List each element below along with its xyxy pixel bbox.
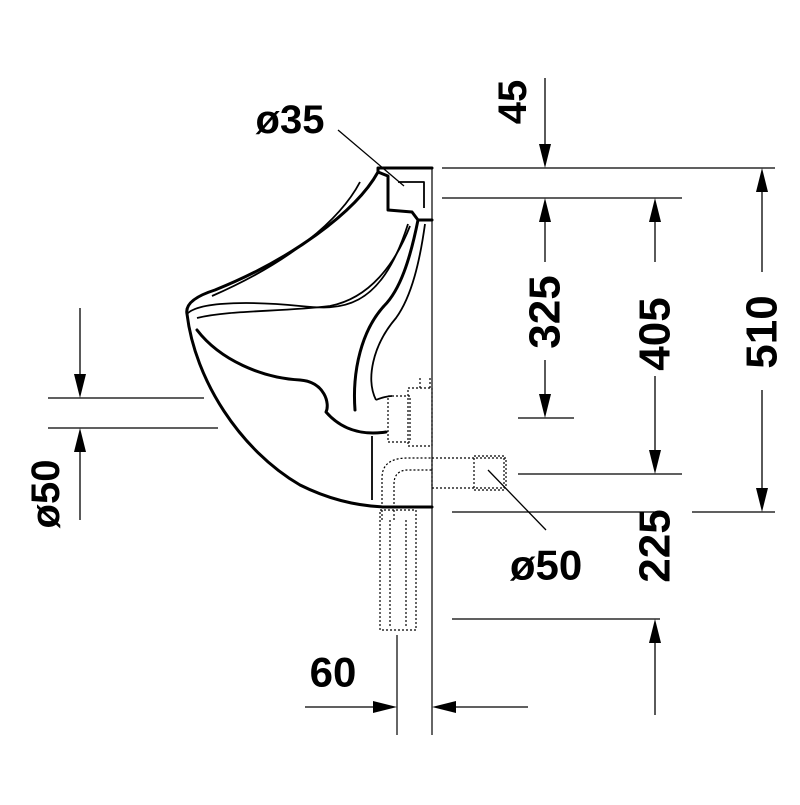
dim-510: 510 xyxy=(738,168,787,512)
dim-d50-left: ø50 xyxy=(24,308,86,528)
siphon-trap xyxy=(379,378,507,631)
dim-325: 325 xyxy=(521,240,570,418)
dim-325-label: 325 xyxy=(521,275,570,348)
dim-d50-left-label: ø50 xyxy=(24,460,68,529)
dim-d35: ø35 xyxy=(256,98,405,187)
dim-405-label: 405 xyxy=(631,297,680,370)
urinal-body xyxy=(185,166,434,509)
dim-60: 60 xyxy=(305,649,528,713)
dim-405: 405 xyxy=(631,198,680,474)
dim-510-label: 510 xyxy=(738,295,787,368)
dim-d50-right: ø50 xyxy=(487,469,582,589)
dim-45: 45 xyxy=(491,78,551,240)
dim-225-label: 225 xyxy=(631,509,680,582)
dim-225: 225 xyxy=(631,509,680,715)
dim-d35-label: ø35 xyxy=(256,98,325,142)
dim-45-label: 45 xyxy=(491,80,535,125)
wall xyxy=(396,168,433,735)
extension-lines xyxy=(48,167,775,620)
dim-d50-right-label: ø50 xyxy=(510,542,582,589)
dim-60-label: 60 xyxy=(310,649,357,696)
